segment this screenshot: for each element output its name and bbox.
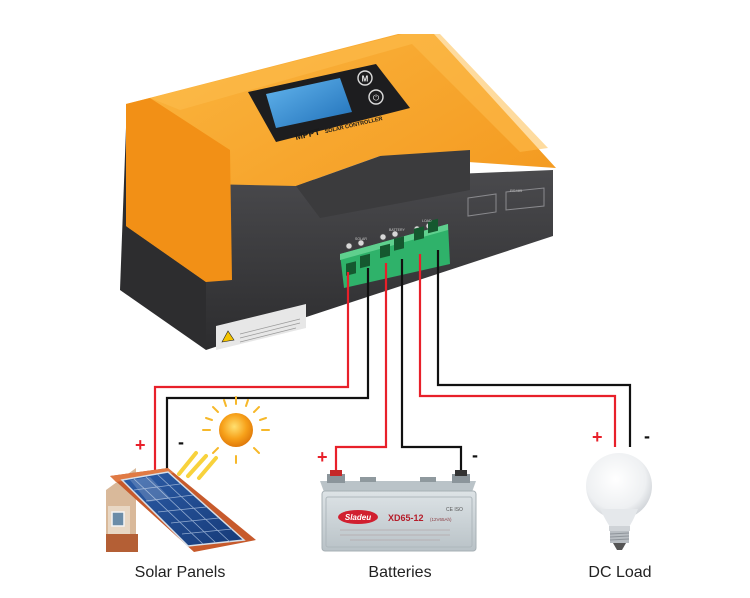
wiring xyxy=(153,250,632,484)
controller-top-cover xyxy=(126,34,556,282)
battery-model: XD65-12 xyxy=(388,513,424,523)
battery-brand-logo: Sladeu xyxy=(338,510,378,524)
lcd-screen xyxy=(266,78,352,128)
wire-solar-negative xyxy=(165,268,370,478)
battery-body xyxy=(321,490,477,552)
battery-cert: CE ISO xyxy=(446,507,463,513)
battery-negative-terminal xyxy=(452,470,470,483)
terminal-cover xyxy=(296,150,470,218)
warning-label xyxy=(216,304,306,350)
window-icon xyxy=(111,511,125,527)
solar-panels xyxy=(106,396,270,552)
wire-load-negative xyxy=(436,250,632,447)
battery: Sladeu XD65-12 (12V65Ah) CE ISO xyxy=(320,470,477,552)
solar-positive-sign: + xyxy=(135,435,146,455)
batteries-caption: Batteries xyxy=(368,564,432,581)
load-positive-sign: + xyxy=(592,427,603,447)
sun-icon xyxy=(177,396,270,480)
load-negative-sign: - xyxy=(644,426,650,446)
controller-top-ridge xyxy=(150,34,548,152)
battery-positive-terminal xyxy=(327,470,345,483)
power-button-symbol: ⏻ xyxy=(373,94,380,103)
menu-button[interactable]: M xyxy=(357,70,373,86)
dc-load-bulb xyxy=(586,453,652,550)
mppt-controller: M ⏻ MPPT SOLAR CONTROLLER RS485 xyxy=(120,34,556,350)
wire-battery-negative xyxy=(400,259,463,484)
terminal-load-label: LOAD xyxy=(422,219,432,223)
controller-orange-flank xyxy=(126,98,232,282)
battery-brand: Sladeu xyxy=(345,513,371,522)
wire-solar-positive xyxy=(153,272,350,478)
solar-negative-sign: - xyxy=(178,432,184,452)
light-bulb-icon xyxy=(586,453,652,550)
battery-positive-sign: + xyxy=(317,447,328,467)
terminal-battery-label: BATTERY xyxy=(389,228,405,232)
port-panel: RS485 xyxy=(467,187,545,217)
battery-model-suffix: (12V65Ah) xyxy=(430,517,452,522)
battery-negative-sign: - xyxy=(472,445,478,465)
terminal-solar-label: SOLAR xyxy=(355,237,367,241)
menu-button-symbol: M xyxy=(362,75,369,84)
wire-battery-positive xyxy=(334,263,388,484)
power-button[interactable]: ⏻ xyxy=(368,89,384,105)
wire-load-positive xyxy=(418,254,617,447)
rs485-port-label: RS485 xyxy=(510,188,523,193)
solar-panels-caption: Solar Panels xyxy=(134,564,226,581)
dc-load-caption: DC Load xyxy=(588,564,652,581)
